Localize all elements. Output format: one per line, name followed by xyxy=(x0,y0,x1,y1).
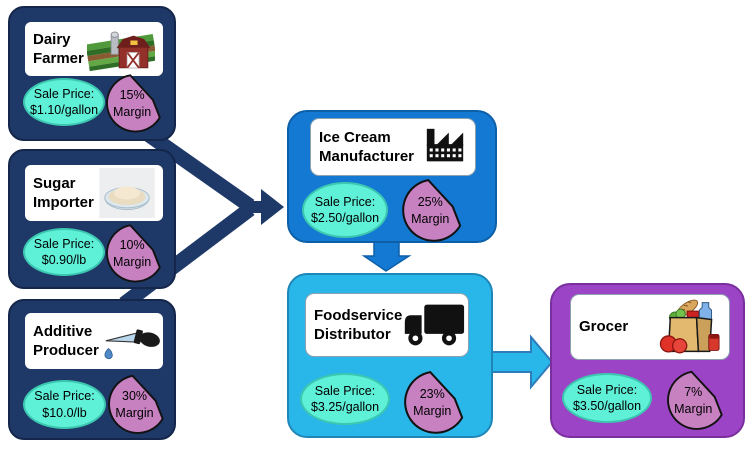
price-value: $3.50/gallon xyxy=(572,399,642,413)
merge-arrow-head xyxy=(261,189,284,225)
margin-value: 10% xyxy=(119,238,145,253)
grocer-sale-price-ellipse: Sale Price: $3.50/gallon xyxy=(562,373,652,423)
distributor-card: Foodservice Distributor xyxy=(305,293,469,357)
title-line: Grocer xyxy=(579,318,629,336)
title-line: Sugar xyxy=(33,174,76,192)
margin-pie-shape xyxy=(106,74,161,133)
title-line: Additive xyxy=(33,322,93,340)
sugar-sale-price-ellipse: Sale Price: $0.90/lb xyxy=(23,228,105,276)
grocer-margin-pie: 7% Margin xyxy=(664,368,732,432)
factory-icon xyxy=(426,128,464,162)
margin-pie-label: 10% Margin xyxy=(105,227,159,281)
node-dairy-farmer: Dairy Farmer Sale P xyxy=(8,6,176,141)
sugar-importer-title: Sugar Importer xyxy=(33,174,94,213)
node-additive-producer: Additive Producer Sale Price: $10.0/lb 3… xyxy=(8,299,176,440)
additive-margin-pie: 30% Margin xyxy=(107,371,171,437)
sugar-importer-card: Sugar Importer xyxy=(22,162,166,224)
manufacturer-title: Ice Cream Manufacturer xyxy=(319,128,414,167)
price-label: Sale Price: xyxy=(33,86,95,101)
merge-arrow-shaft xyxy=(241,201,263,213)
grocery-bag-icon xyxy=(659,299,720,354)
title-line: Foodservice xyxy=(314,306,403,324)
margin-value: 25% xyxy=(417,195,443,210)
margin-value: 15% xyxy=(119,88,145,103)
sugar-bowl-icon xyxy=(99,168,155,218)
margin-pie-shape xyxy=(667,370,723,430)
price-value: $10.0/lb xyxy=(42,405,87,420)
additive-sale-price-ellipse: Sale Price: $10.0/lb xyxy=(23,380,106,429)
additive-producer-card: Additive Producer xyxy=(22,310,166,372)
grocer-card: Grocer xyxy=(570,294,730,360)
price-value: $0.90/lb xyxy=(41,253,87,267)
price-label: Sale Price: xyxy=(33,236,95,251)
price-label: Sale Price: xyxy=(34,389,95,403)
margin-pie-label: 30% Margin xyxy=(107,378,162,432)
price-label: Sale Price: xyxy=(576,382,638,397)
margin-pie-shape xyxy=(404,370,464,434)
sugar-margin-pie: 10% Margin xyxy=(105,220,168,286)
dairy-farmer-title: Dairy Farmer xyxy=(33,30,84,69)
margin-pie-label: 7% Margin xyxy=(664,374,722,426)
barn-icon xyxy=(87,31,155,72)
title-line: Manufacturer xyxy=(319,148,415,165)
title-line: Farmer xyxy=(33,50,84,67)
dairy-farmer-card: Dairy Farmer xyxy=(22,19,166,79)
manufacturer-card: Ice Cream Manufacturer xyxy=(310,118,476,176)
distributor-title: Foodservice Distributor xyxy=(314,306,402,345)
title-line: Distributor xyxy=(314,326,391,343)
grocer-title: Grocer xyxy=(579,317,628,337)
distributor-to-grocer-arrow xyxy=(488,334,554,390)
node-foodservice-distributor: Foodservice Distributor Sale Price: $3.2… xyxy=(287,273,493,438)
price-label: Sale Price: xyxy=(314,194,376,209)
margin-value: 30% xyxy=(122,389,148,404)
additive-producer-title: Additive Producer xyxy=(33,322,99,361)
margin-word: Margin xyxy=(411,211,450,226)
manufacturer-to-distributor-arrow xyxy=(361,240,412,272)
margin-pie-shape xyxy=(106,224,161,283)
price-value: $3.25/gallon xyxy=(310,400,380,414)
title-line: Producer xyxy=(33,342,99,359)
dairy-margin-pie: 15% Margin xyxy=(105,70,168,136)
eyedropper-icon xyxy=(104,329,160,360)
node-ice-cream-manufacturer: Ice Cream Manufacturer Sale Price: xyxy=(287,110,497,243)
distributor-margin-pie: 23% Margin xyxy=(403,368,471,436)
manufacturer-margin-pie: 25% Margin xyxy=(401,176,469,244)
manufacturer-sale-price-ellipse: Sale Price: $2.50/gallon xyxy=(302,182,388,238)
distributor-sale-price-ellipse: Sale Price: $3.25/gallon xyxy=(300,373,390,425)
margin-pie-shape xyxy=(402,178,462,242)
price-label: Sale Price: xyxy=(314,383,376,398)
margin-word: Margin xyxy=(115,405,154,420)
margin-word: Margin xyxy=(413,403,452,418)
margin-pie-label: 25% Margin xyxy=(401,183,459,239)
margin-value: 7% xyxy=(684,385,703,400)
margin-word: Margin xyxy=(112,104,152,119)
dairy-sale-price-ellipse: Sale Price: $1.10/gallon xyxy=(23,78,105,126)
title-line: Importer xyxy=(33,194,94,211)
price-value: $1.10/gallon xyxy=(29,103,99,117)
margin-pie-shape xyxy=(108,374,164,434)
margin-value: 23% xyxy=(419,387,445,402)
margin-pie-label: 15% Margin xyxy=(105,77,159,131)
node-grocer: Grocer Sale Price: $3.50/ga xyxy=(550,283,745,438)
truck-icon xyxy=(405,304,465,346)
price-value: $2.50/gallon xyxy=(310,211,380,225)
title-line: Ice Cream xyxy=(319,128,391,146)
title-line: Dairy xyxy=(33,30,71,48)
margin-word: Margin xyxy=(112,254,152,269)
node-sugar-importer: Sugar Importer Sale Price: $0.90/lb 10% … xyxy=(8,149,176,289)
margin-pie-label: 23% Margin xyxy=(403,375,461,431)
margin-word: Margin xyxy=(674,401,713,416)
